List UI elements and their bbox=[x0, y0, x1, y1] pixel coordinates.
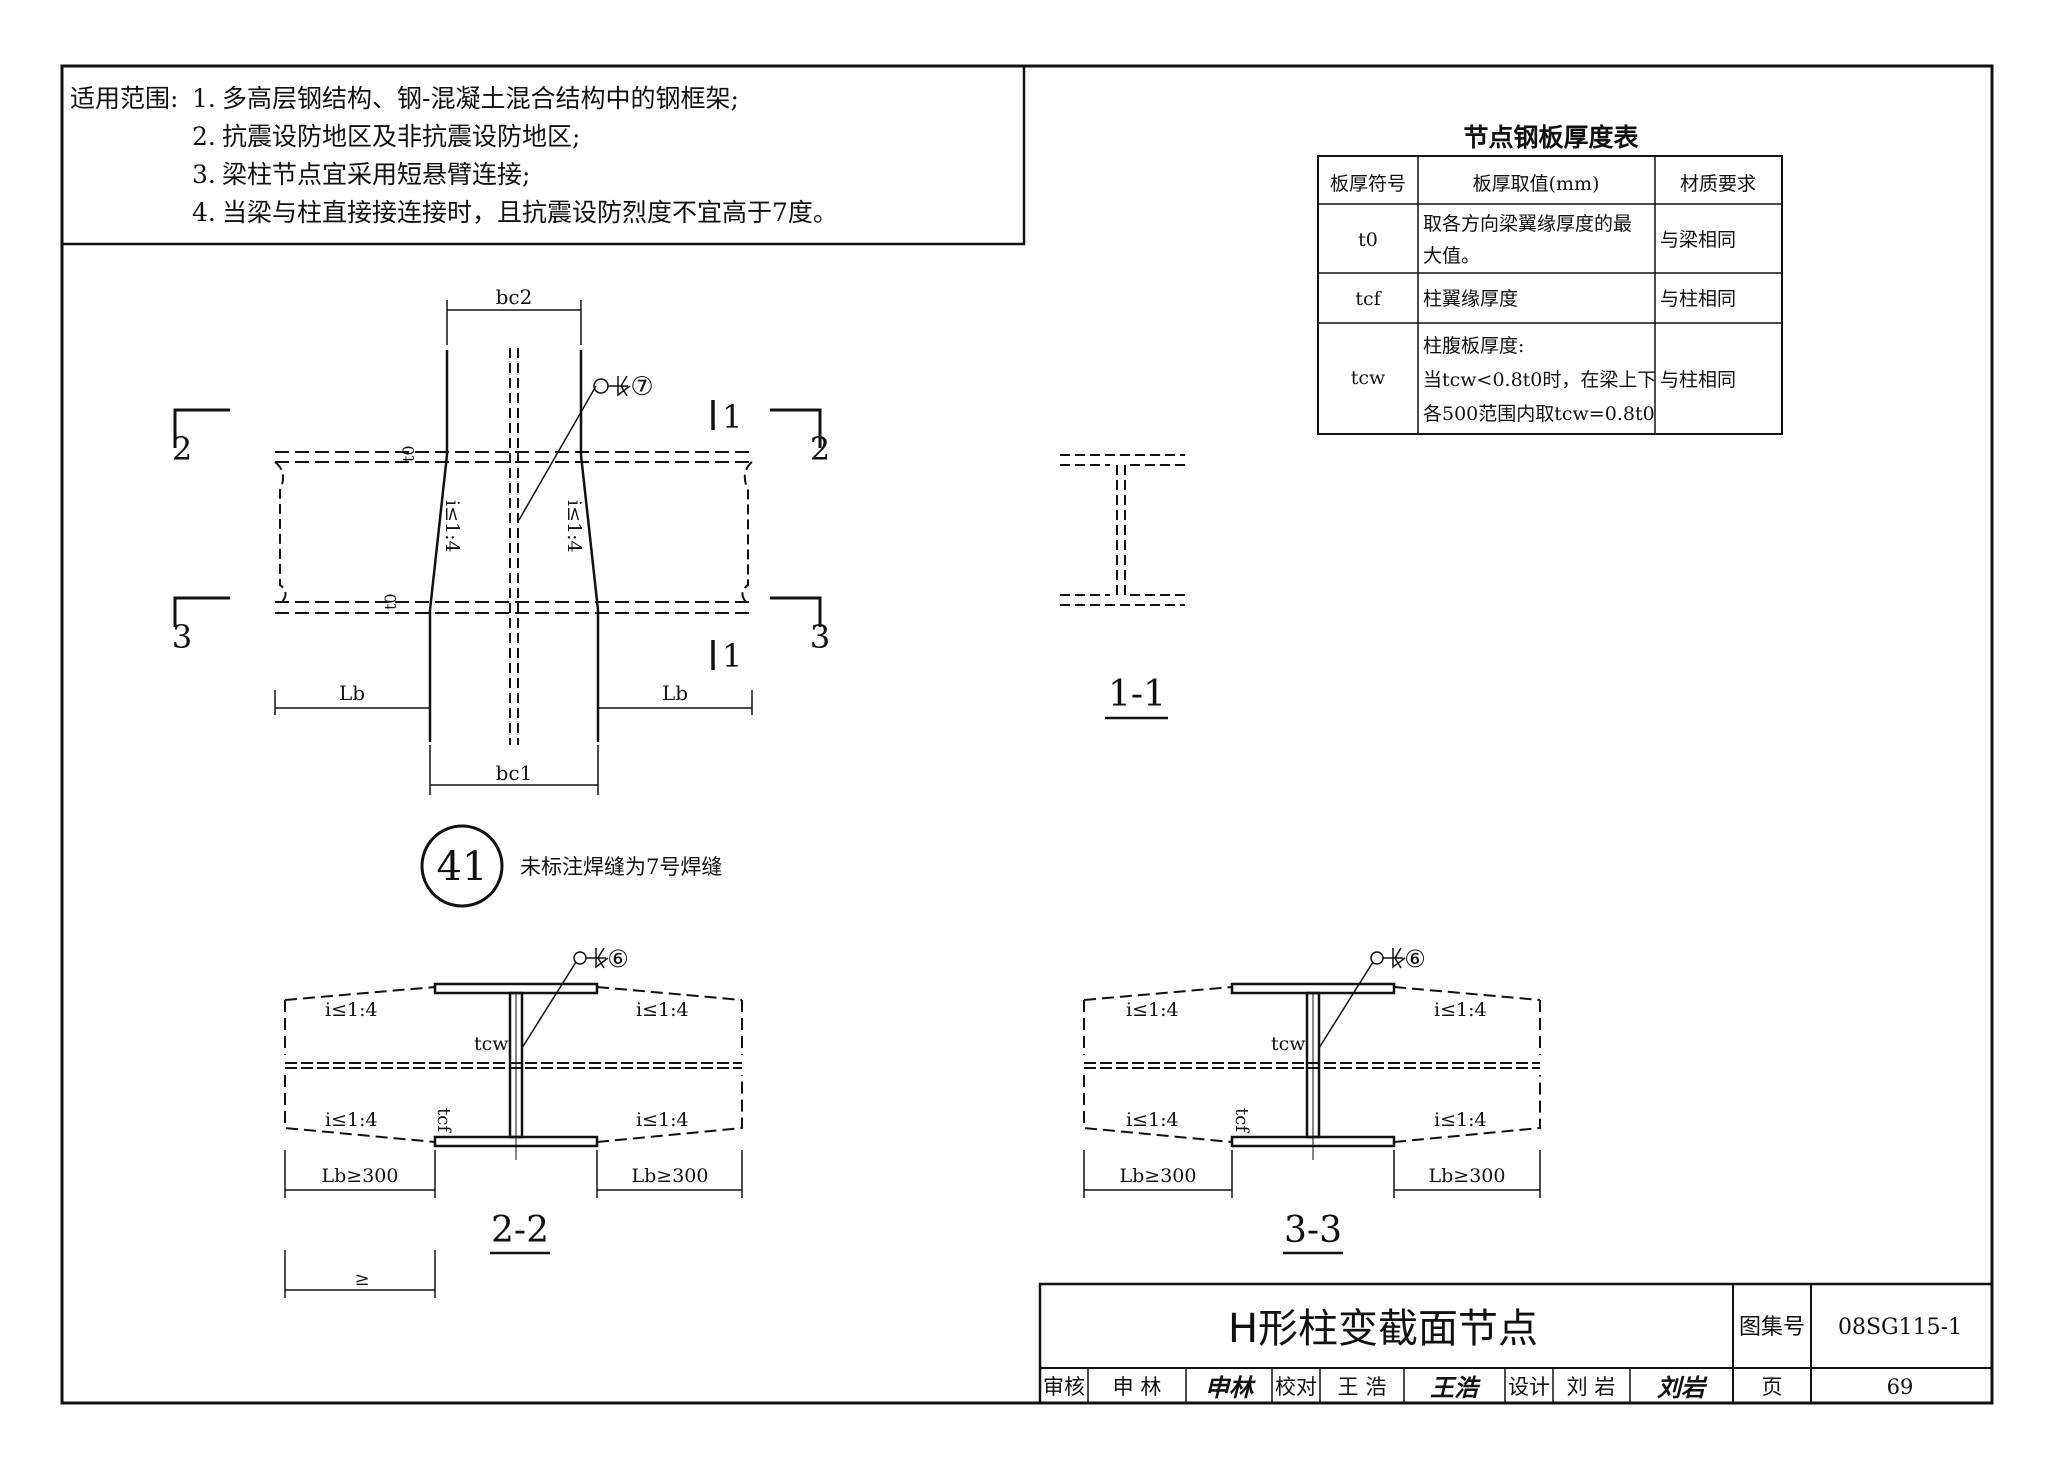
table-cell-material: 与柱相同 bbox=[1660, 369, 1736, 391]
table-cell-symbol: t0 bbox=[1358, 229, 1378, 251]
dim-lb-right: Lb bbox=[662, 681, 688, 705]
check-label: 校对 bbox=[1275, 1375, 1317, 1399]
atlas-label: 图集号 bbox=[1739, 1315, 1805, 1340]
slope-label: i≤1:4 bbox=[636, 999, 689, 1021]
dim-lb300: Lb≥300 bbox=[322, 1165, 399, 1187]
table-cell-value: 取各方向梁翼缘厚度的最 bbox=[1423, 213, 1632, 235]
title-block-text: H形柱变截面节点 图集号 08SG115-1 审核 申 林 申林 校对 王 浩 … bbox=[1043, 1306, 1962, 1402]
section-cut-3-left: 3 bbox=[172, 618, 192, 656]
page-number: 69 bbox=[1887, 1375, 1914, 1399]
flange-t0-bottom: t0 bbox=[381, 593, 400, 610]
designer-signature: 刘岩 bbox=[1657, 1373, 1708, 1402]
section-cut-1-bottom: 1 bbox=[722, 637, 742, 675]
section-2-2 bbox=[284, 947, 743, 1298]
slope-label: i≤1:4 bbox=[1434, 1109, 1487, 1131]
drawing-title: H形柱变截面节点 bbox=[1228, 1306, 1538, 1352]
sheet-frame bbox=[60, 64, 1994, 1405]
table-header-value: 板厚取值(mm) bbox=[1473, 173, 1600, 195]
slope-label: i≤1:4 bbox=[636, 1109, 689, 1131]
dim-bc1: bc1 bbox=[496, 761, 533, 785]
flange-t0-top: t0 bbox=[399, 445, 418, 462]
section-cut-2-left: 2 bbox=[172, 430, 192, 468]
table-cell-value: 柱翼缘厚度 bbox=[1423, 288, 1518, 310]
page-label: 页 bbox=[1762, 1375, 1783, 1399]
weld-mark-6: ⑥ bbox=[1404, 945, 1426, 973]
table-title: 节点钢板厚度表 bbox=[1463, 123, 1639, 152]
section-1-1-label: 1-1 bbox=[1108, 674, 1166, 715]
slope-label: i≤1:4 bbox=[1434, 999, 1487, 1021]
dim-bc2: bc2 bbox=[496, 285, 533, 309]
slope-label: i≤1:4 bbox=[325, 1109, 378, 1131]
table-cell-material: 与柱相同 bbox=[1660, 288, 1736, 310]
dim-lb300: Lb≥300 bbox=[1429, 1165, 1506, 1187]
table-cell-symbol: tcf bbox=[1355, 288, 1382, 310]
section-3-3-labels: i≤1:4 i≤1:4 i≤1:4 i≤1:4 tcw tcf Lb≥300 L… bbox=[1120, 945, 1506, 1255]
checker-signature: 王浩 bbox=[1430, 1373, 1481, 1402]
design-label: 设计 bbox=[1508, 1375, 1550, 1399]
slope-label: i≤1:4 bbox=[1126, 999, 1179, 1021]
table-header-material: 材质要求 bbox=[1680, 173, 1756, 195]
table-header-symbol: 板厚符号 bbox=[1330, 173, 1406, 195]
extra-dim-symbol: ≥ bbox=[354, 1269, 369, 1290]
flange-tcf-label: tcf bbox=[1231, 1108, 1252, 1133]
review-label: 审核 bbox=[1043, 1375, 1085, 1399]
designer-name: 刘 岩 bbox=[1567, 1375, 1616, 1399]
atlas-number: 08SG115-1 bbox=[1838, 1315, 1962, 1340]
section-1-1 bbox=[1060, 454, 1185, 606]
thickness-table: 节点钢板厚度表 板厚符号 板厚取值(mm) 材质要求 t0 取各方向梁翼缘厚度的… bbox=[1317, 123, 1783, 435]
title-block bbox=[1038, 1282, 1994, 1405]
section-3-3-label: 3-3 bbox=[1284, 1210, 1342, 1251]
section-cut-2-right: 2 bbox=[810, 430, 830, 468]
table-cell-material: 与梁相同 bbox=[1660, 229, 1736, 251]
weld-mark-7: ⑦ bbox=[630, 372, 653, 402]
section-3-3 bbox=[1083, 947, 1541, 1198]
dim-lb300: Lb≥300 bbox=[1120, 1165, 1197, 1187]
dim-lb-left: Lb bbox=[339, 681, 365, 705]
reviewer-signature: 申林 bbox=[1205, 1373, 1256, 1402]
detail-number-circle bbox=[420, 824, 504, 908]
flange-tcf-label: tcf bbox=[433, 1108, 454, 1133]
section-2-2-label: 2-2 bbox=[491, 1210, 549, 1251]
table-cell-symbol: tcw bbox=[1351, 367, 1386, 389]
weld-mark-6: ⑥ bbox=[607, 945, 629, 973]
table-cell-value: 当tcw<0.8t0时，在梁上下 bbox=[1423, 369, 1656, 391]
elevation-detail bbox=[173, 300, 822, 795]
detail-number: 41 bbox=[437, 844, 488, 890]
web-tcw-label: tcw bbox=[474, 1033, 509, 1055]
slope-label: i≤1:4 bbox=[325, 999, 378, 1021]
web-tcw-label: tcw bbox=[1271, 1033, 1306, 1055]
reviewer-name: 申 林 bbox=[1113, 1375, 1162, 1399]
weld-note: 未标注焊缝为7号焊缝 bbox=[520, 855, 722, 879]
table-cell-value: 柱腹板厚度: bbox=[1423, 335, 1524, 357]
checker-name: 王 浩 bbox=[1338, 1375, 1387, 1399]
slope-left: i≤1:4 bbox=[441, 500, 463, 553]
elevation-labels: bc2 bc1 Lb Lb t0 t0 i≤1:4 i≤1:4 ⑦ 2 2 3 … bbox=[172, 285, 830, 908]
section-2-2-labels: i≤1:4 i≤1:4 i≤1:4 i≤1:4 tcw tcf Lb≥300 L… bbox=[322, 945, 709, 1290]
table-cell-value: 各500范围内取tcw=0.8t0 bbox=[1423, 403, 1655, 425]
dim-lb300: Lb≥300 bbox=[632, 1165, 709, 1187]
table-cell-value: 大值。 bbox=[1423, 245, 1480, 267]
section-cut-1-top: 1 bbox=[722, 398, 742, 436]
slope-label: i≤1:4 bbox=[1126, 1109, 1179, 1131]
section-cut-3-right: 3 bbox=[810, 618, 830, 656]
scope-box bbox=[60, 64, 1026, 246]
slope-right: i≤1:4 bbox=[563, 500, 585, 553]
